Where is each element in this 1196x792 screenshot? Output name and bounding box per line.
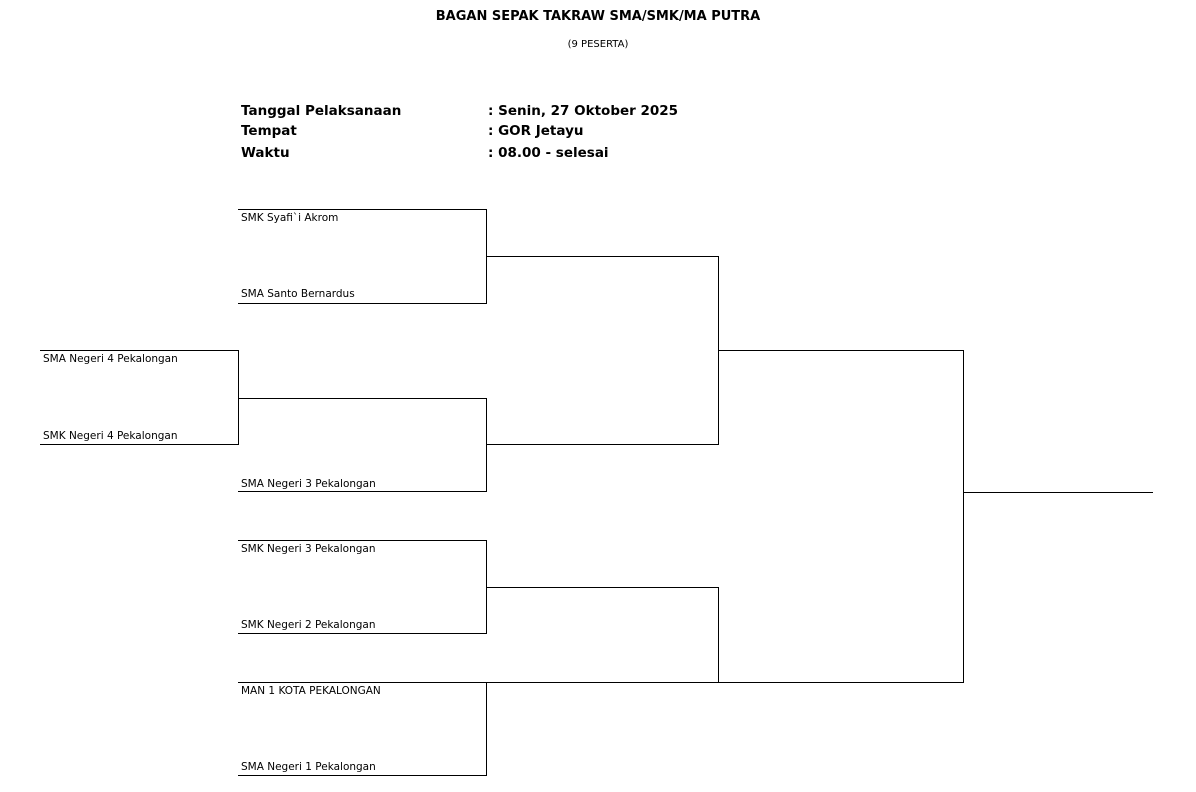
team-slot: SMA Negeri 4 Pekalongan bbox=[43, 353, 178, 365]
participant-count: (9 PESERTA) bbox=[567, 39, 629, 50]
date-value: : Senin, 27 Oktober 2025 bbox=[488, 103, 679, 119]
team-slot: SMK Syafi`i Akrom bbox=[241, 212, 339, 224]
bracket-title: BAGAN SEPAK TAKRAW SMA/SMK/MA PUTRA bbox=[435, 9, 761, 24]
team-slot: SMK Negeri 4 Pekalongan bbox=[43, 430, 178, 442]
team-slot: SMA Negeri 1 Pekalongan bbox=[241, 761, 376, 773]
venue-value: : GOR Jetayu bbox=[488, 123, 584, 139]
team-slot: SMA Negeri 3 Pekalongan bbox=[241, 478, 376, 490]
time-label: Waktu bbox=[241, 145, 290, 161]
date-label: Tanggal Pelaksanaan bbox=[241, 103, 402, 119]
team-slot: SMK Negeri 2 Pekalongan bbox=[241, 619, 376, 631]
team-slot: SMA Santo Bernardus bbox=[241, 288, 355, 300]
team-slot: SMK Negeri 3 Pekalongan bbox=[241, 543, 376, 555]
team-slot: MAN 1 KOTA PEKALONGAN bbox=[241, 685, 381, 697]
venue-label: Tempat bbox=[241, 123, 297, 139]
time-value: : 08.00 - selesai bbox=[488, 145, 609, 161]
